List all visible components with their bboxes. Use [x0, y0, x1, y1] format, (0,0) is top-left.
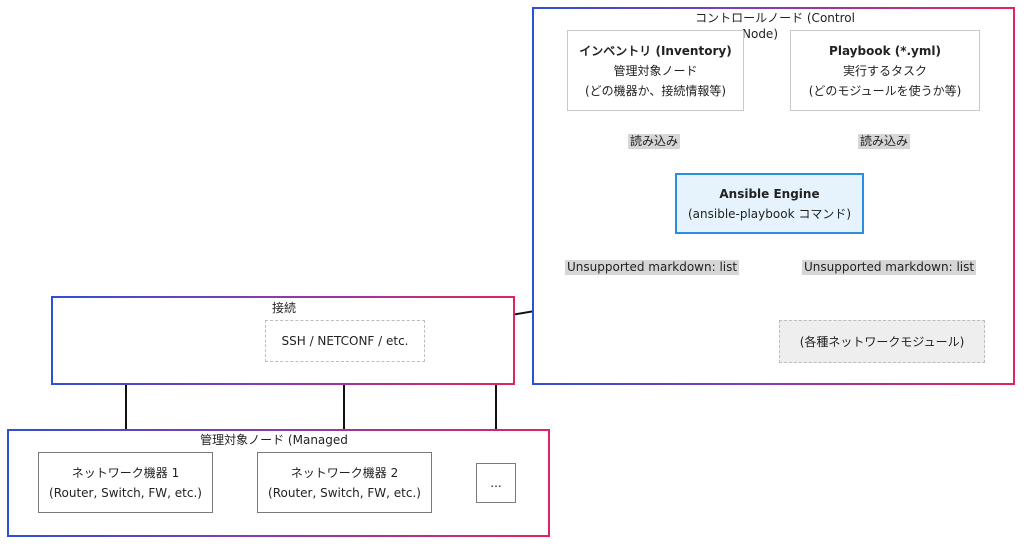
- control-node-group-title-line2: Node): [742, 27, 778, 41]
- ansible-engine-subtitle: (ansible-playbook コマンド): [687, 206, 852, 221]
- edge-label-engine-modules: Unsupported markdown: list: [802, 260, 977, 275]
- ssh-netconf-label: SSH / NETCONF / etc.: [281, 334, 409, 348]
- playbook-line3: (どのモジュールを使うか等): [808, 83, 962, 98]
- network-device-1-title: ネットワーク機器 1: [71, 465, 180, 480]
- ansible-engine-title: Ansible Engine: [719, 186, 820, 201]
- network-device-2-title: ネットワーク機器 2: [290, 465, 399, 480]
- inventory-title: インベントリ (Inventory): [579, 43, 732, 58]
- connection-group-title: 接続: [271, 301, 296, 315]
- more-devices-label: ...: [490, 476, 502, 490]
- ssh-netconf-node: SSH / NETCONF / etc.: [265, 320, 425, 362]
- inventory-line2: 管理対象ノード: [613, 63, 698, 78]
- control-node-group-title: コントロールノード (Control: [695, 11, 855, 25]
- inventory-line3: (どの機器か、接続情報等): [584, 83, 727, 98]
- network-device-2-subtitle: (Router, Switch, FW, etc.): [268, 485, 421, 500]
- network-modules-label: (各種ネットワークモジュール): [799, 334, 965, 349]
- managed-node-group-title: 管理対象ノード (Managed: [200, 433, 348, 447]
- more-devices-node: ...: [476, 463, 516, 503]
- network-device-2-node: ネットワーク機器 2 (Router, Switch, FW, etc.): [257, 452, 432, 513]
- edge-label-inventory-read: 読み込み: [628, 134, 681, 149]
- network-device-1-node: ネットワーク機器 1 (Router, Switch, FW, etc.): [38, 452, 213, 513]
- playbook-node: Playbook (*.yml) 実行するタスク (どのモジュールを使うか等): [790, 30, 980, 111]
- edge-label-playbook-read: 読み込み: [858, 134, 911, 149]
- ansible-engine-node: Ansible Engine (ansible-playbook コマンド): [675, 173, 864, 234]
- edge-label-engine-ssh: Unsupported markdown: list: [565, 260, 740, 275]
- inventory-node: インベントリ (Inventory) 管理対象ノード (どの機器か、接続情報等): [567, 30, 744, 111]
- playbook-line2: 実行するタスク: [842, 63, 927, 78]
- network-device-1-subtitle: (Router, Switch, FW, etc.): [49, 485, 202, 500]
- playbook-title: Playbook (*.yml): [829, 43, 941, 58]
- network-modules-node: (各種ネットワークモジュール): [779, 320, 985, 363]
